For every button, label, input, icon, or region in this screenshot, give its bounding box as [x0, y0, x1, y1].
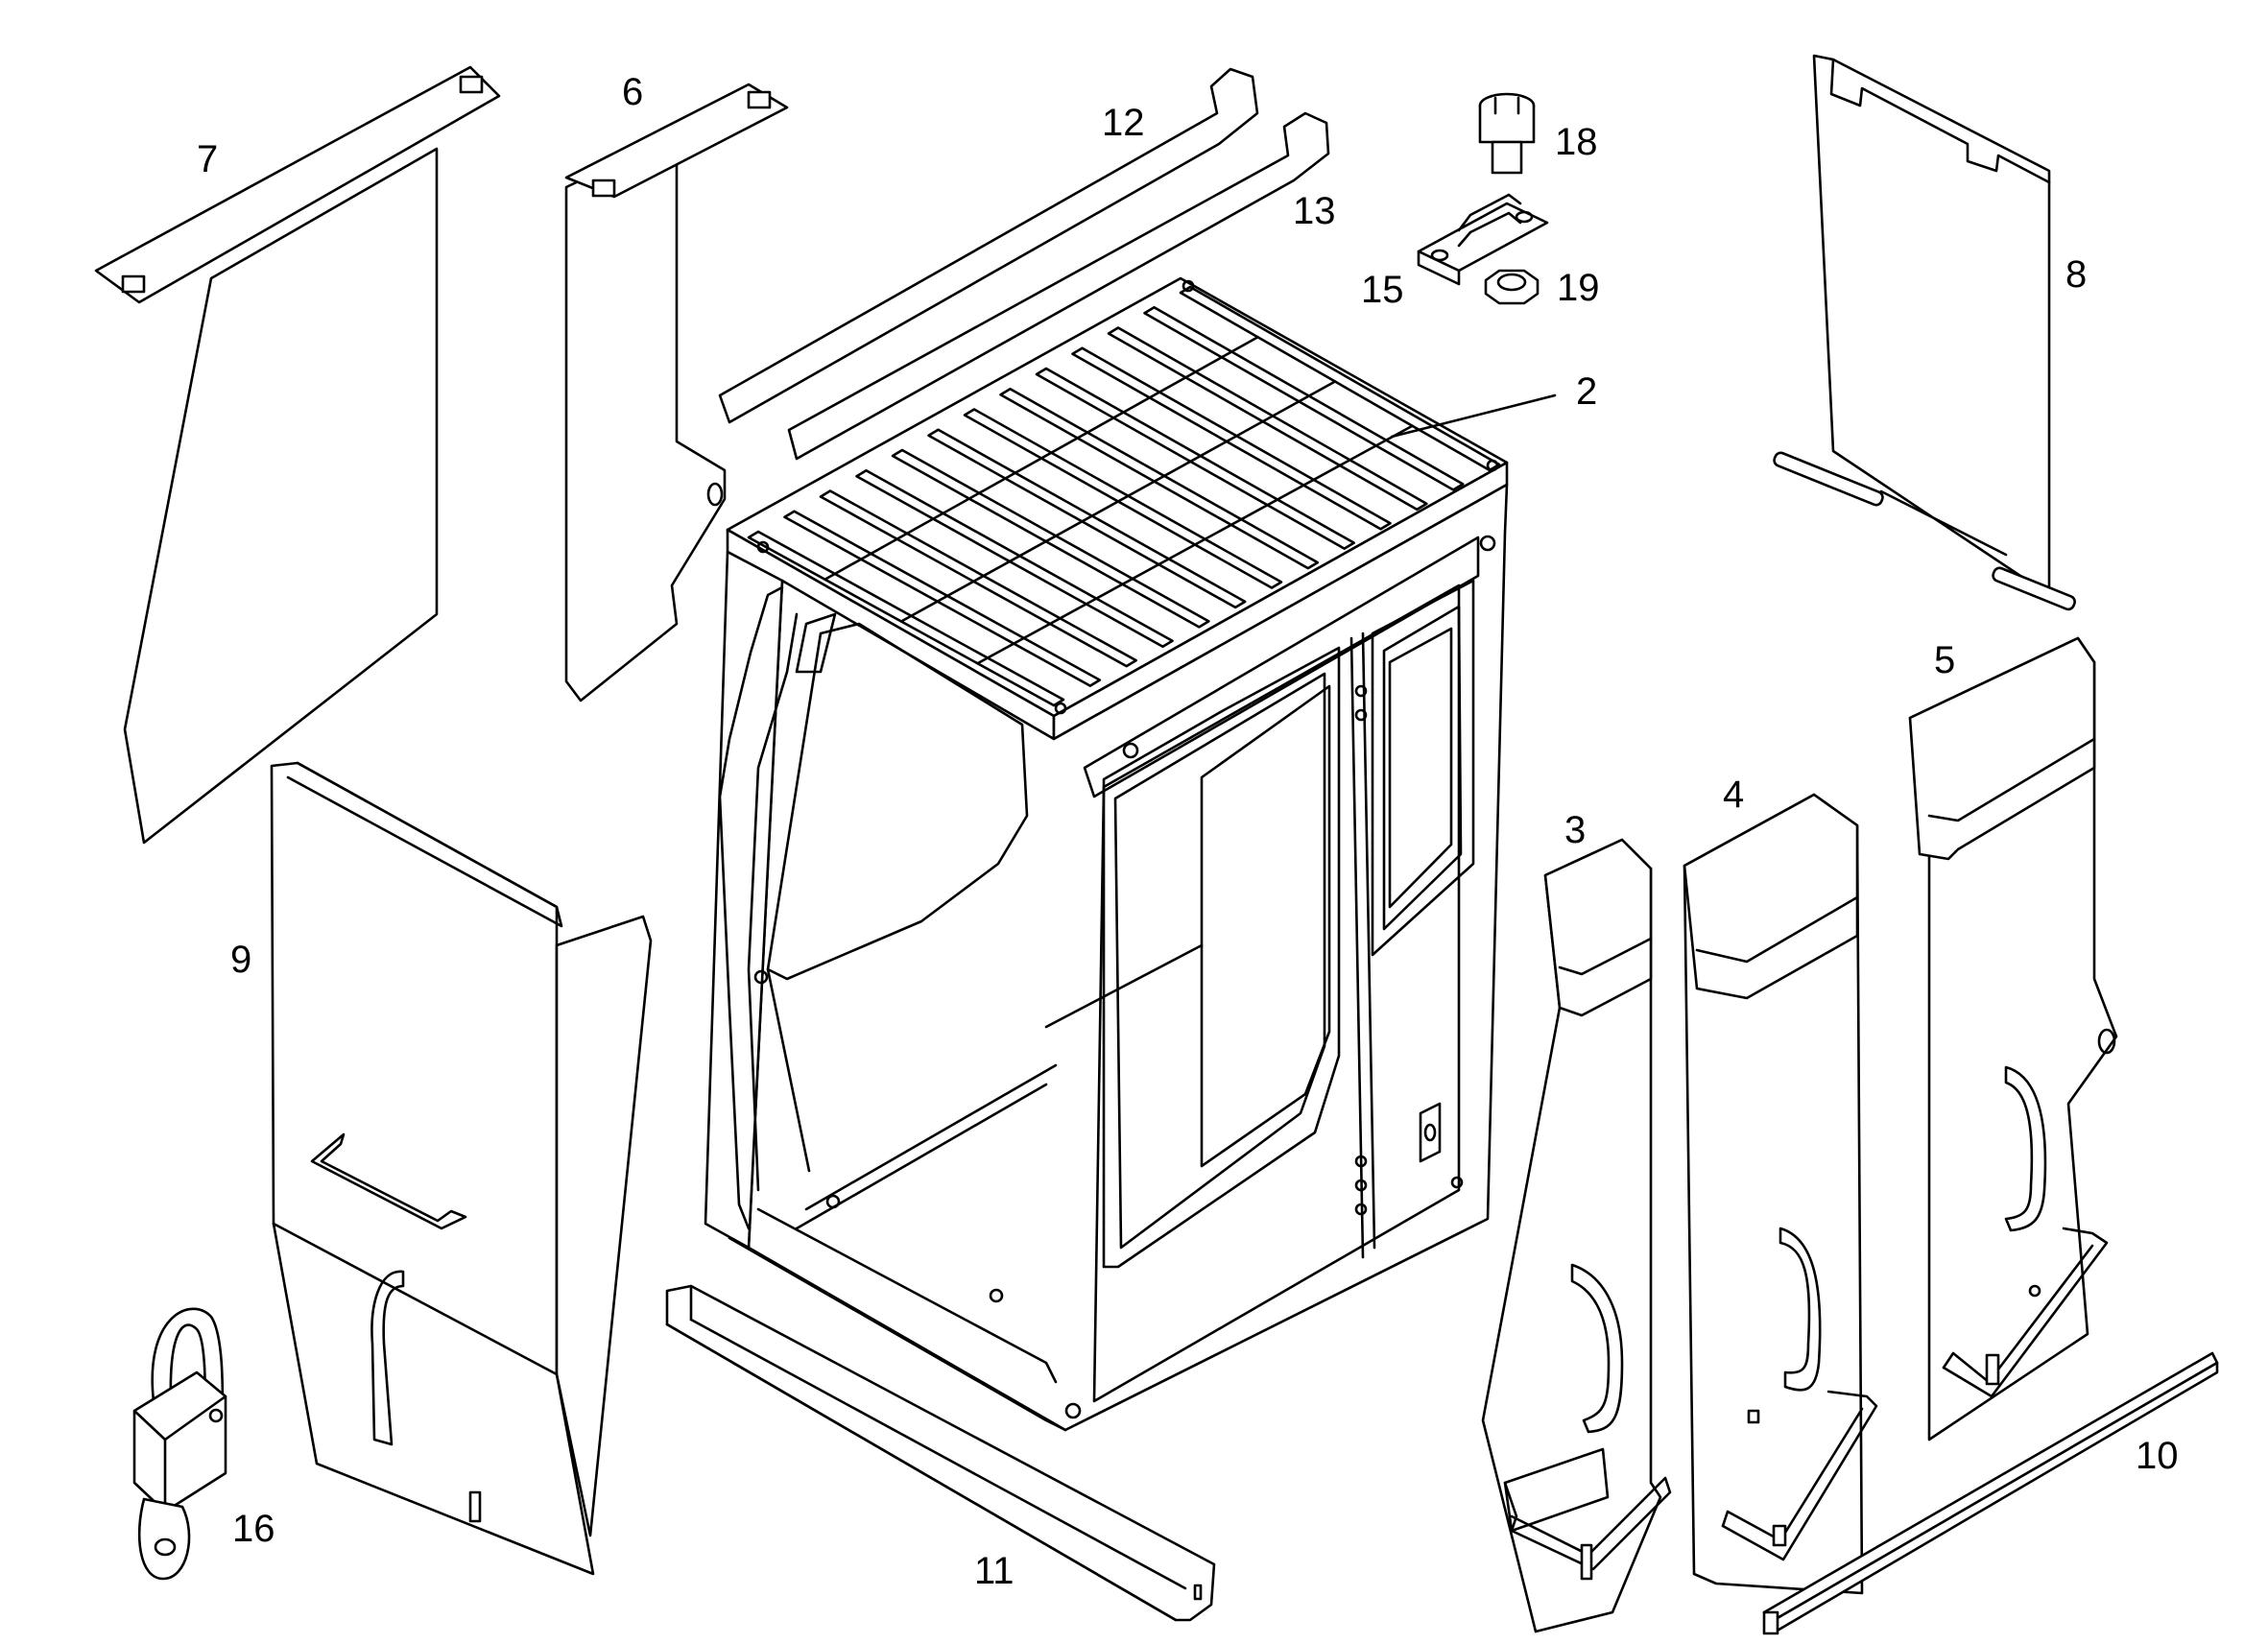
label-part-4: 4 [1723, 774, 1745, 816]
part-4-guard-panel [1683, 793, 1878, 1595]
part-3-guard-panel [1481, 838, 1672, 1633]
leader-lines [1390, 393, 1557, 439]
part-10-strip [1762, 1351, 2219, 1635]
roof-grid-crosstie [976, 424, 1414, 665]
part-18-bolt [1478, 92, 1536, 175]
part-7-guard-panel [94, 65, 501, 845]
label-part-9: 9 [230, 939, 252, 981]
label-part-19: 19 [1557, 267, 1600, 309]
label-part-7: 7 [197, 138, 219, 180]
roof-grid-crosstie [824, 335, 1259, 582]
label-part-11: 11 [974, 1550, 1015, 1592]
part-13-roof-strip [787, 111, 1330, 461]
roof-grid-crosstie [899, 380, 1337, 623]
part-16-padlock [132, 1307, 227, 1581]
part-19-nut [1484, 269, 1540, 305]
cab-frame [704, 483, 1509, 1432]
part-9-side-guard-panel [270, 761, 653, 1576]
part-15-clamp-bracket [1417, 193, 1549, 286]
part-11-channel-bar [665, 1284, 1216, 1622]
part-2-roof-grid [726, 276, 1509, 741]
label-part-18: 18 [1555, 121, 1598, 163]
label-part-6: 6 [622, 71, 644, 113]
label-part-10: 10 [2136, 1435, 2179, 1477]
part-5-guard-panel [1908, 636, 2118, 1441]
part-12-roof-strip [718, 67, 1259, 424]
part-6-guard-panel [564, 83, 789, 703]
label-part-13: 13 [1293, 190, 1336, 232]
label-part-16: 16 [232, 1508, 275, 1550]
part-8-rear-guard-panel [1773, 54, 2076, 611]
roof-grid-bar [1179, 285, 1501, 472]
label-part-12: 12 [1102, 102, 1145, 144]
label-part-2: 2 [1576, 370, 1598, 413]
label-part-15: 15 [1361, 269, 1404, 311]
label-part-8: 8 [2065, 253, 2088, 296]
label-part-3: 3 [1564, 809, 1587, 851]
label-part-5: 5 [1934, 639, 1956, 681]
